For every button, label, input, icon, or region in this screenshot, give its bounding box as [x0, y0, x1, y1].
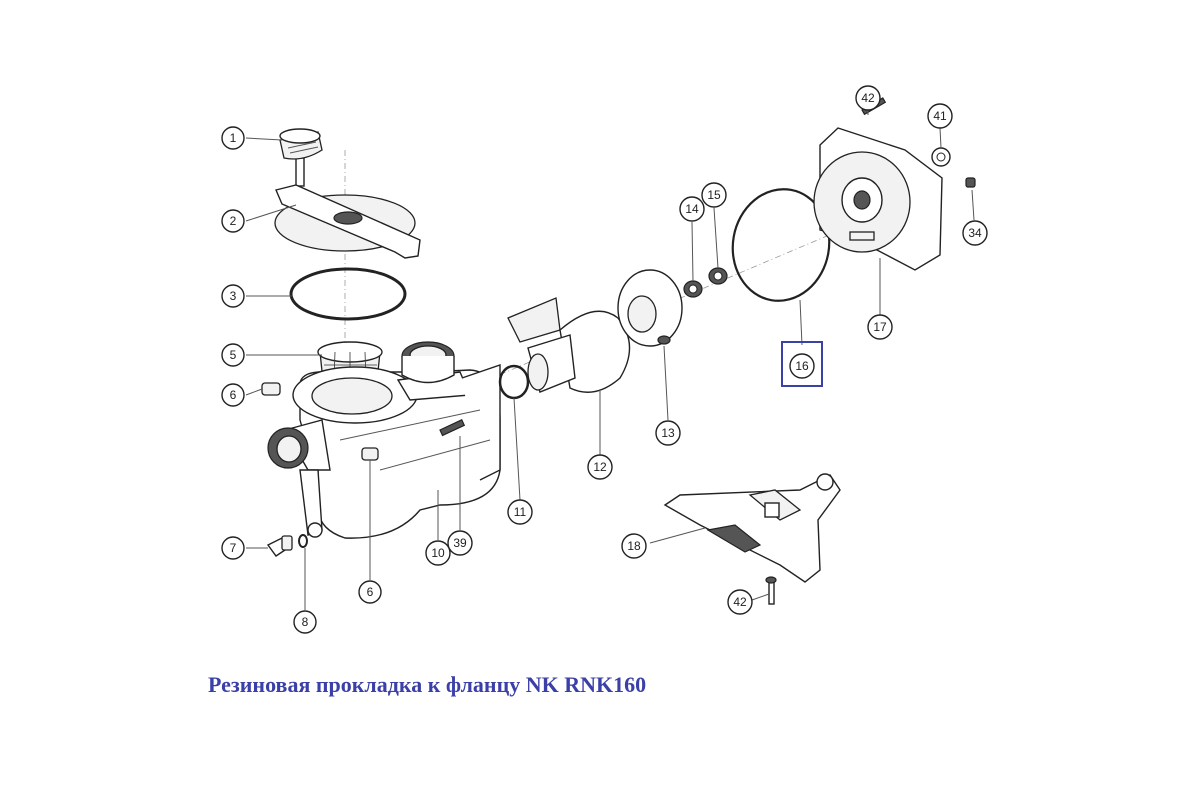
- callout-12: 12: [587, 454, 613, 480]
- part-11-diffuser-oring: [498, 364, 530, 400]
- svg-text:42: 42: [733, 595, 747, 609]
- part-7-drain-plug: [266, 535, 293, 557]
- part-12-diffuser: [507, 297, 631, 393]
- callout-1: 1: [221, 126, 245, 150]
- callout-8: 8: [293, 610, 317, 634]
- svg-text:12: 12: [593, 460, 607, 474]
- callout-34: 34: [962, 220, 988, 246]
- svg-text:18: 18: [627, 539, 641, 553]
- svg-text:5: 5: [230, 348, 237, 362]
- callout-14: 14: [679, 196, 705, 222]
- callout-11: 11: [507, 499, 533, 525]
- svg-text:39: 39: [453, 536, 467, 550]
- svg-text:6: 6: [367, 585, 374, 599]
- part-34-nut: [965, 177, 976, 188]
- svg-text:41: 41: [933, 109, 947, 123]
- svg-text:11: 11: [514, 505, 527, 519]
- svg-text:1: 1: [230, 131, 237, 145]
- caption-title: Резиновая прокладка к фланцу NK RNK160: [208, 672, 647, 697]
- part-13-impeller: [617, 269, 683, 347]
- svg-text:13: 13: [661, 426, 675, 440]
- callout-6b: 6: [358, 580, 382, 604]
- part-8-drain-oring: [298, 534, 308, 548]
- callout-2: 2: [221, 209, 245, 233]
- part-15-seal-seat: [708, 267, 728, 285]
- callout-17: 17: [867, 314, 893, 340]
- part-14-seal: [683, 280, 703, 298]
- part-1-lid-knob: [279, 128, 323, 187]
- svg-text:8: 8: [302, 615, 309, 629]
- part-3-lid-oring: [289, 267, 407, 321]
- svg-text:16: 16: [795, 359, 809, 373]
- svg-text:15: 15: [707, 188, 721, 202]
- pump-housing: [261, 341, 501, 539]
- callout-15: 15: [701, 182, 727, 208]
- part-42-base-bolt: [765, 576, 777, 605]
- svg-text:7: 7: [230, 541, 237, 555]
- svg-text:34: 34: [968, 226, 982, 240]
- callout-10: 10: [425, 540, 451, 566]
- callout-6a: 6: [221, 383, 245, 407]
- callout-16: 16: [789, 353, 815, 379]
- callout-7: 7: [221, 536, 245, 560]
- svg-text:6: 6: [230, 388, 237, 402]
- part-17-motor-flange: [813, 127, 943, 271]
- callout-18: 18: [621, 533, 647, 559]
- callout-42a: 42: [855, 85, 881, 111]
- highlight-box: [781, 341, 823, 387]
- svg-text:3: 3: [230, 289, 237, 303]
- callouts: 1 2 3 5 6 6 7 8 10 11 12 13 14 15 16 17 …: [221, 85, 988, 634]
- svg-text:14: 14: [685, 202, 699, 216]
- callout-39: 39: [447, 530, 473, 556]
- callout-3: 3: [221, 284, 245, 308]
- svg-text:10: 10: [431, 546, 445, 560]
- callout-5: 5: [221, 343, 245, 367]
- part-16-flange-gasket: [731, 188, 831, 302]
- svg-text:2: 2: [230, 214, 237, 228]
- part-2-lid-clamp: [274, 184, 421, 259]
- svg-text:42: 42: [861, 91, 875, 105]
- callout-42b: 42: [727, 589, 753, 615]
- leader-lines: [245, 108, 975, 610]
- svg-text:17: 17: [873, 320, 887, 334]
- part-41-washer: [931, 147, 951, 167]
- callout-41: 41: [927, 103, 953, 129]
- callout-13: 13: [655, 420, 681, 446]
- part-18-pump-base: [663, 473, 841, 583]
